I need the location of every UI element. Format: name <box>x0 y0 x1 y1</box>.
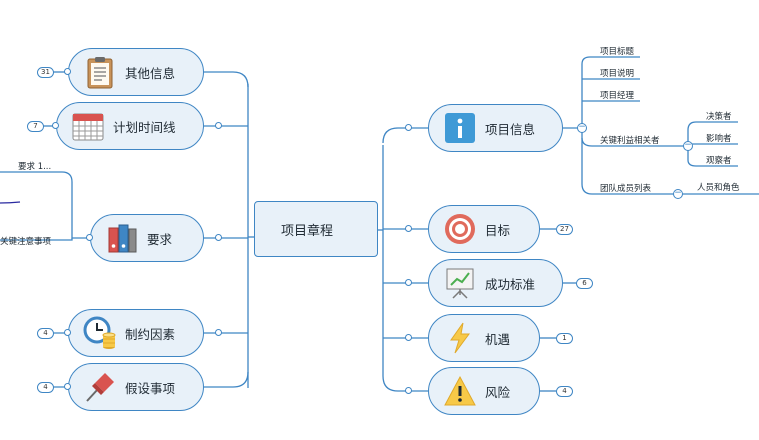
warning-icon <box>443 374 477 408</box>
badge-success-criteria[interactable]: 6 <box>576 278 593 289</box>
connector-info-title <box>581 56 640 65</box>
connector-dot[interactable] <box>215 329 222 336</box>
collapse-toggle[interactable]: − <box>577 122 587 133</box>
leaf-people-roles[interactable]: 人员和角色 <box>697 183 740 193</box>
connector-dot[interactable] <box>405 387 412 394</box>
connector-dot[interactable] <box>405 279 412 286</box>
connector-dot[interactable] <box>64 68 71 75</box>
chart-board-icon <box>443 266 477 300</box>
leaf-key-stakeholders[interactable]: 关键利益相关者 <box>600 136 660 146</box>
node-goal[interactable]: 目标 <box>428 205 540 253</box>
badge-assumptions[interactable]: 4 <box>37 382 54 393</box>
node-constraints-label: 制约因素 <box>125 326 176 342</box>
connector-dot[interactable] <box>215 234 222 241</box>
connector-dot[interactable] <box>405 334 412 341</box>
connector-stake-observer <box>687 159 738 167</box>
connector-dot[interactable] <box>86 234 93 241</box>
target-icon <box>443 212 477 246</box>
leaf-requirement-1[interactable]: 要求 1... <box>18 162 52 172</box>
badge-other-info[interactable]: 31 <box>37 67 54 78</box>
node-success-criteria[interactable]: 成功标准 <box>428 259 563 307</box>
badge-risk[interactable]: 4 <box>556 386 573 397</box>
connector-risk <box>382 375 428 392</box>
node-opportunity-label: 机遇 <box>485 331 511 347</box>
node-assumptions-label: 假设事项 <box>125 380 176 396</box>
leaf-influencers[interactable]: 影响者 <box>706 134 732 144</box>
node-other-info-label: 其他信息 <box>125 65 176 81</box>
leaf-project-title[interactable]: 项目标题 <box>600 47 635 57</box>
central-topic-label: 项目章程 <box>281 223 334 239</box>
node-other-info[interactable]: 其他信息 <box>68 48 204 96</box>
collapse-toggle[interactable]: − <box>683 140 693 151</box>
info-icon <box>443 111 477 145</box>
connector-project-info <box>382 127 428 144</box>
node-timeline-label: 计划时间线 <box>113 119 176 135</box>
node-project-info-label: 项目信息 <box>485 121 536 137</box>
lightning-icon <box>443 321 477 355</box>
connector-other-info <box>204 71 249 88</box>
node-goal-label: 目标 <box>485 222 511 238</box>
node-requirements[interactable]: 要求 <box>90 214 204 262</box>
collapse-toggle[interactable]: − <box>673 188 683 199</box>
connector-info-team <box>581 183 676 195</box>
badge-constraints[interactable]: 4 <box>37 328 54 339</box>
badge-timeline[interactable]: 7 <box>27 121 44 132</box>
central-topic[interactable]: 项目章程 <box>254 201 378 265</box>
clipboard-icon <box>83 55 117 89</box>
badge-opportunity[interactable]: 1 <box>556 333 573 344</box>
node-risk[interactable]: 风险 <box>428 367 540 415</box>
connector-dot[interactable] <box>64 329 71 336</box>
connector-dot[interactable] <box>64 383 71 390</box>
clock-coins-icon <box>83 316 117 350</box>
node-timeline[interactable]: 计划时间线 <box>56 102 204 150</box>
node-assumptions[interactable]: 假设事项 <box>68 363 204 411</box>
badge-goal[interactable]: 27 <box>556 224 573 235</box>
leaf-observers[interactable]: 观察者 <box>706 156 732 166</box>
node-opportunity[interactable]: 机遇 <box>428 314 540 362</box>
connector-dot[interactable] <box>405 124 412 131</box>
leaf-project-manager[interactable]: 项目经理 <box>600 91 635 101</box>
node-project-info[interactable]: 项目信息 <box>428 104 563 152</box>
connector-info-stake <box>581 137 684 147</box>
pushpin-icon <box>83 370 117 404</box>
connector-dot[interactable] <box>405 225 412 232</box>
leaf-key-notes[interactable]: 关键注意事项 <box>0 237 52 247</box>
leaf-team-list[interactable]: 团队成员列表 <box>600 184 652 194</box>
node-requirements-label: 要求 <box>147 231 173 247</box>
binders-icon <box>105 221 139 255</box>
node-success-criteria-label: 成功标准 <box>485 276 536 292</box>
connector-req-notes <box>0 238 73 241</box>
calendar-icon <box>71 109 105 143</box>
node-constraints[interactable]: 制约因素 <box>68 309 204 357</box>
connector-assumptions <box>204 371 249 388</box>
connector-req-children <box>0 171 90 239</box>
leaf-project-description[interactable]: 项目说明 <box>600 69 635 79</box>
pen-mark <box>0 201 21 204</box>
node-risk-label: 风险 <box>485 384 511 400</box>
connector-stake-decision <box>687 121 738 131</box>
leaf-decision-makers[interactable]: 决策者 <box>706 112 732 122</box>
connector-dot[interactable] <box>52 122 59 129</box>
connector-dot[interactable] <box>215 122 222 129</box>
